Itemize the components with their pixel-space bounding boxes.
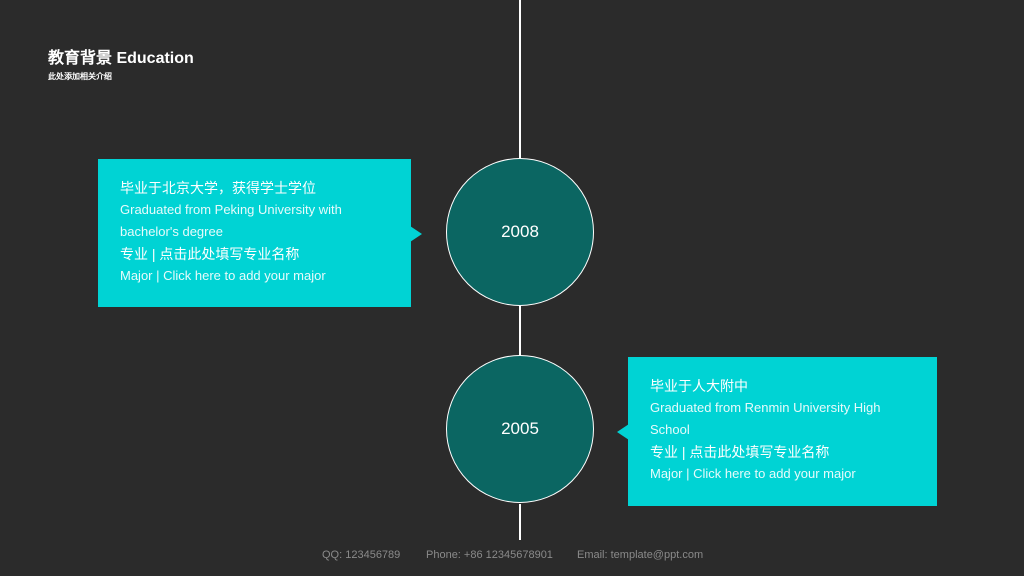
card-major-cn: 专业 | 点击此处填写专业名称 xyxy=(650,444,830,460)
page-title: 教育背景 Education xyxy=(48,50,194,67)
year-label: 2005 xyxy=(501,419,539,438)
timeline-line-top xyxy=(519,0,521,158)
card-school-en: Graduated from Renmin University High Sc… xyxy=(650,400,881,437)
timeline-line-bottom xyxy=(519,504,521,540)
card-major-en: Major | Click here to add your major xyxy=(120,268,326,283)
footer-phone: Phone: +86 12345678901 xyxy=(426,549,553,561)
page-subtitle: 此处添加相关介绍 xyxy=(48,72,112,81)
year-circle-2005: 2005 xyxy=(446,355,594,503)
card-school-cn: 毕业于人大附中 xyxy=(650,378,748,394)
card-major-en: Major | Click here to add your major xyxy=(650,466,856,481)
card-major-cn: 专业 | 点击此处填写专业名称 xyxy=(120,246,300,262)
footer-email: Email: template@ppt.com xyxy=(577,549,704,561)
year-circle-2008: 2008 xyxy=(446,158,594,306)
timeline-line-middle xyxy=(519,306,521,356)
card-pointer-2008 xyxy=(410,226,422,242)
year-label: 2008 xyxy=(501,222,539,241)
card-school-cn: 毕业于北京大学，获得学士学位 xyxy=(120,180,316,196)
footer-qq: QQ: 123456789 xyxy=(322,549,401,561)
timeline-card-2005: 毕业于人大附中 Graduated from Renmin University… xyxy=(628,357,937,506)
card-pointer-2005 xyxy=(617,424,629,440)
card-school-en: Graduated from Peking University with ba… xyxy=(120,202,342,239)
timeline-card-2008: 毕业于北京大学，获得学士学位 Graduated from Peking Uni… xyxy=(98,159,411,307)
